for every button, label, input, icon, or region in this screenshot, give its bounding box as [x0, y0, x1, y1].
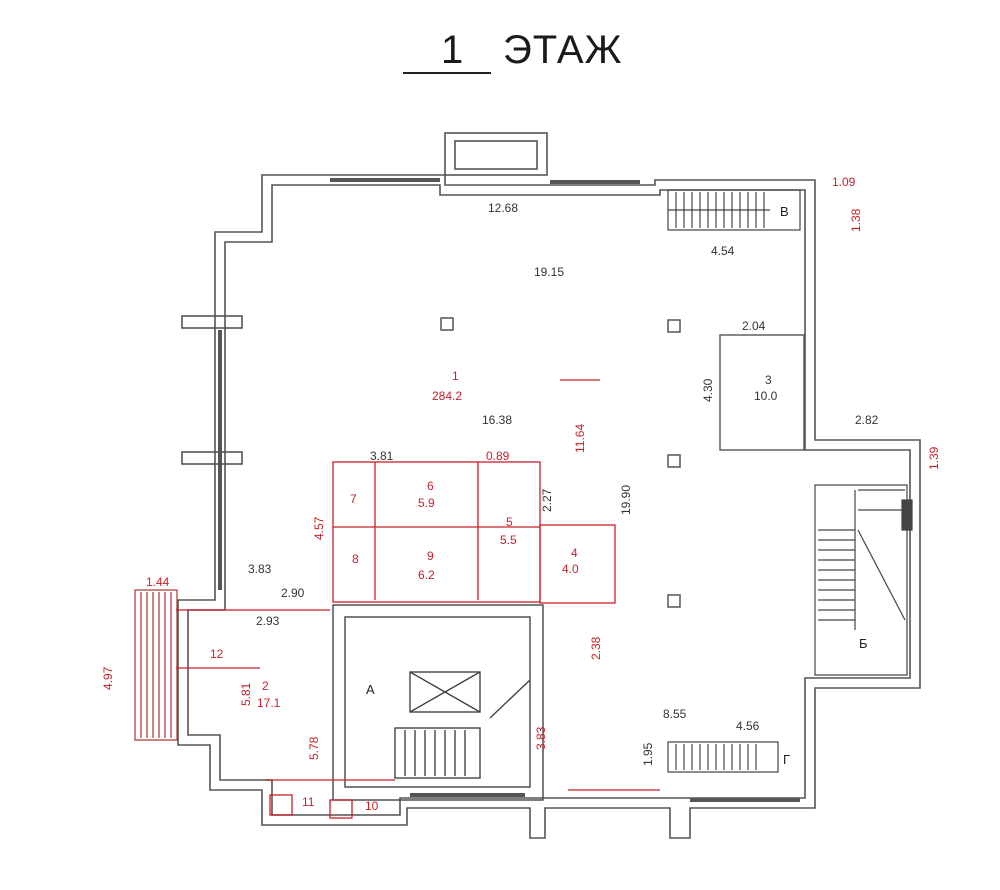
red-dimensions: 1.09 1.38 1.39 11.64 4.57 1.44 4.97 5.81… [101, 175, 941, 760]
stair-g-label: Г [783, 752, 790, 767]
dim-5-81: 5.81 [239, 682, 253, 706]
room-9-number: 9 [427, 549, 434, 563]
dim-1-95: 1.95 [641, 742, 655, 766]
floor-title: 1 ЭТАЖ [395, 28, 635, 78]
floor-label: ЭТАЖ [503, 28, 623, 72]
dim-4-54: 4.54 [711, 244, 735, 258]
stair-a-label: А [366, 682, 375, 697]
room-6-number: 6 [427, 479, 434, 493]
dim-4-57: 4.57 [312, 516, 326, 540]
dim-2-90-left: 2.90 [281, 586, 305, 600]
room-9-area: 6.2 [418, 568, 435, 582]
room-3-number: 3 [765, 373, 772, 387]
dim-1-44: 1.44 [146, 575, 170, 589]
dim-2-38: 2.38 [589, 636, 603, 660]
dim-3-81: 3.81 [370, 449, 394, 463]
outer-walls [177, 132, 921, 839]
stair-v-label: В [780, 204, 789, 219]
stair-a-block [332, 604, 544, 801]
dim-16-38: 16.38 [482, 413, 512, 427]
room-7-number: 7 [350, 492, 357, 506]
room-5-number: 5 [506, 515, 513, 529]
room-3-outline [719, 334, 805, 451]
dim-2-04: 2.04 [742, 319, 766, 333]
dim-4-97: 4.97 [101, 666, 115, 690]
red-dimension-lines [560, 379, 660, 791]
room-1-number: 1 [452, 369, 459, 383]
dim-19-15: 19.15 [534, 265, 564, 279]
room-1-area: 284.2 [432, 389, 462, 403]
room-10-number: 10 [365, 799, 379, 813]
dim-5-78: 5.78 [307, 736, 321, 760]
room-labels-black: 3 10.0 [754, 373, 778, 403]
floor-number: 1 [441, 28, 464, 72]
title-underline [403, 72, 491, 74]
dim-12-68: 12.68 [488, 201, 518, 215]
stair-b-label: Б [859, 636, 868, 651]
room-11-number: 11 [302, 795, 315, 809]
red-partitions [176, 461, 616, 819]
entrance-steps [134, 589, 178, 741]
dim-1-38: 1.38 [849, 208, 863, 232]
room-3-area: 10.0 [754, 389, 778, 403]
stair-v [667, 189, 801, 231]
columns [440, 317, 681, 608]
stair-b [814, 484, 913, 676]
room-4-area: 4.0 [562, 562, 579, 576]
room-labels-red: 1 284.2 2 17.1 4 4.0 5 5.5 6 5.9 7 8 9 6… [210, 369, 579, 813]
black-dimensions: 12.68 4.54 19.15 2.04 4.30 2.82 16.38 19… [248, 201, 879, 766]
dim-3-83: 3.83 [248, 562, 272, 576]
dim-19-90: 19.90 [619, 485, 633, 515]
room-5-area: 5.5 [500, 533, 517, 547]
stair-letters: А Б В Г [366, 204, 868, 767]
dim-2-93: 2.93 [256, 614, 280, 628]
dim-1-39: 1.39 [927, 446, 941, 470]
room-2-number: 2 [262, 679, 269, 693]
room-2-area: 17.1 [257, 696, 281, 710]
room-4-number: 4 [571, 546, 578, 560]
dim-4-30: 4.30 [701, 378, 715, 402]
dim-1-09: 1.09 [832, 175, 856, 189]
dim-8-55: 8.55 [663, 707, 687, 721]
stair-g [667, 741, 779, 773]
dim-11-64: 11.64 [573, 424, 587, 453]
dim-2-82: 2.82 [855, 413, 879, 427]
dim-2-90-red: 0.89 [486, 449, 510, 463]
dim-4-56: 4.56 [736, 719, 760, 733]
room-12-number: 12 [210, 647, 224, 661]
room-8-number: 8 [352, 552, 359, 566]
dim-3-83-red: 3.83 [534, 726, 548, 750]
room-6-area: 5.9 [418, 496, 435, 510]
dim-2-27: 2.27 [540, 488, 554, 512]
